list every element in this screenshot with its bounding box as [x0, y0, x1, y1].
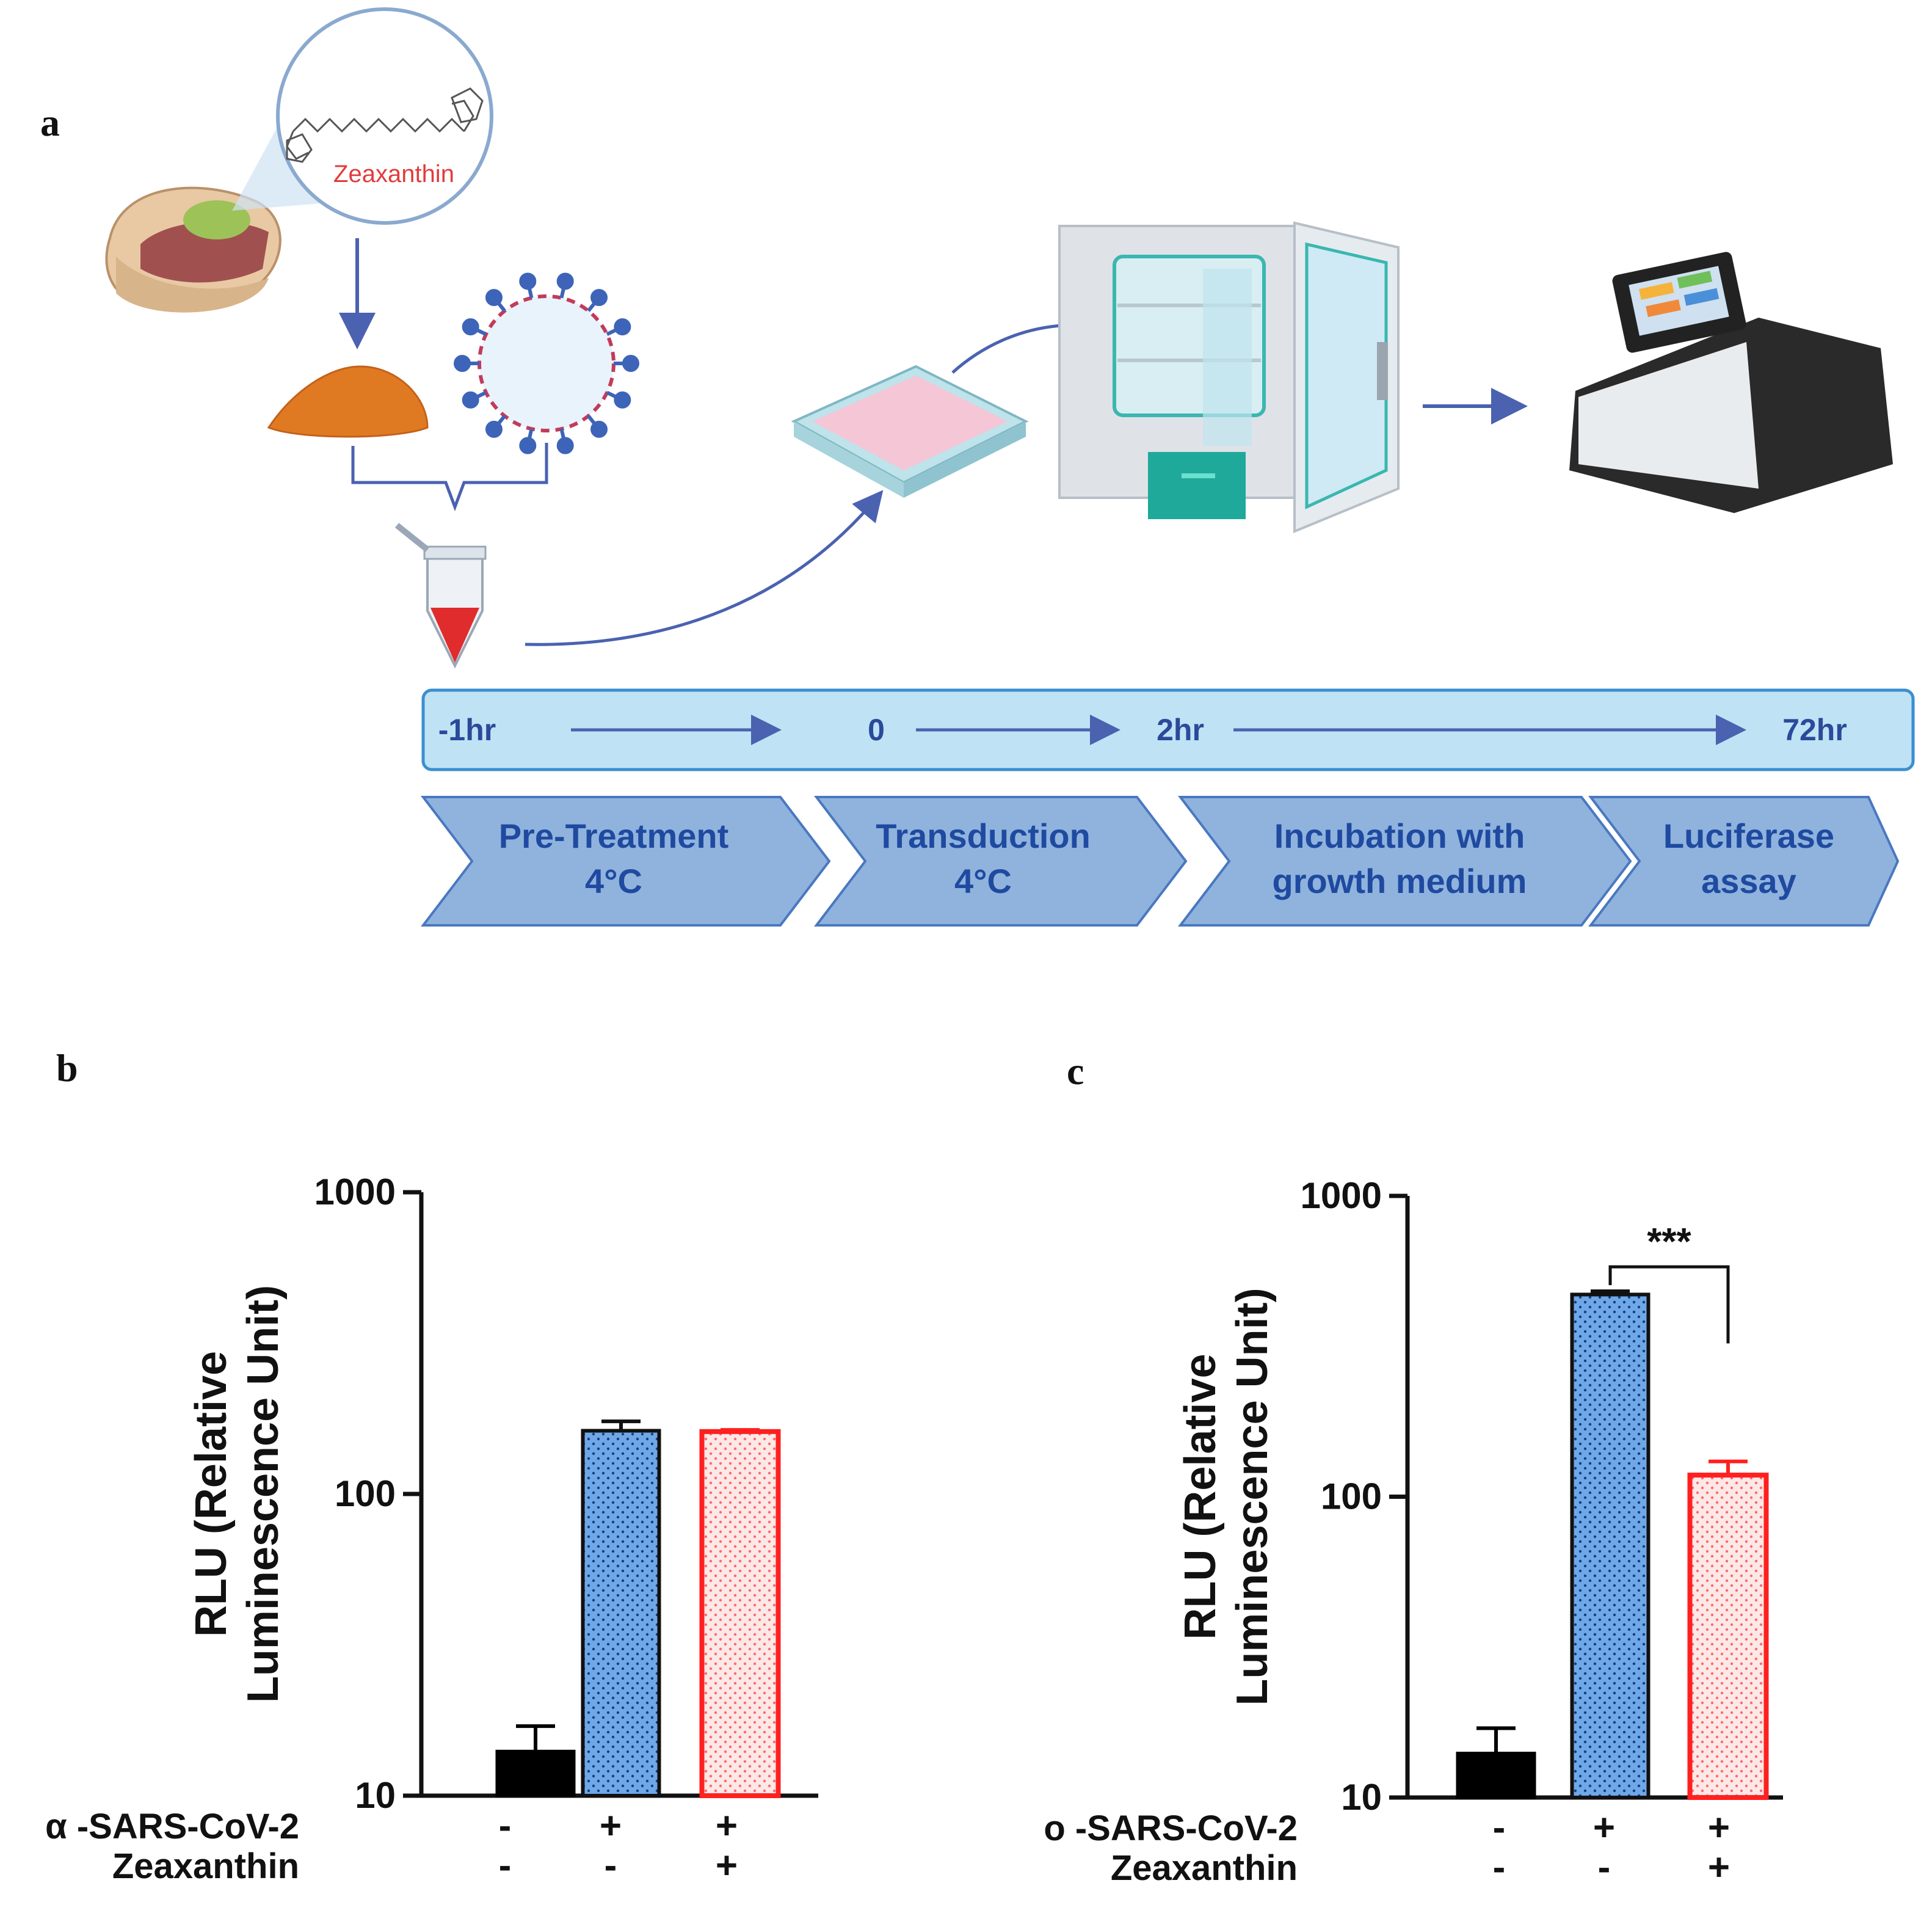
condition-row-label: α -SARS-CoV-2 [45, 1807, 299, 1846]
combine-bracket [351, 443, 548, 512]
sars-sign: + [1708, 1807, 1730, 1849]
zeaxanthin-sign: + [716, 1845, 738, 1887]
zeaxanthin-sign: - [499, 1845, 512, 1887]
virus-spike-head [485, 289, 503, 307]
virus-spike-head [556, 437, 574, 454]
virus-spike-head [462, 391, 479, 409]
luminometer-icon [1569, 252, 1893, 513]
panel-letter: b [56, 1046, 78, 1090]
virus-spike-head [614, 318, 631, 336]
step-2-line-1: Transduction [876, 817, 1091, 855]
incubator-icon [1058, 221, 1400, 533]
condition-row-label: Zeaxanthin [1111, 1848, 1298, 1888]
sars-sign: + [1593, 1807, 1615, 1849]
virus-spike-head [519, 437, 537, 454]
timeline-label-start: -1hr [438, 713, 496, 747]
y-tick-label: 10 [355, 1775, 396, 1816]
sars-sign: - [499, 1805, 512, 1847]
step-2-line-2: 4°C [954, 862, 1012, 900]
virus-spike-head [462, 318, 479, 336]
bar [1687, 1473, 1769, 1801]
well-plate-icon [791, 365, 1029, 498]
sars-sign: + [600, 1805, 622, 1847]
virus-spike-head [519, 272, 537, 290]
panel-letter: c [1067, 1049, 1084, 1093]
y-axis-label: RLU (Relative [187, 1351, 236, 1637]
y-axis-label: Luminescence Unit) [1228, 1288, 1277, 1705]
step-1-line-1: Pre-Treatment [499, 817, 729, 855]
panel-a: a Zeaxanthin [40, 7, 1915, 927]
virus-spike-head [485, 420, 503, 438]
significance-bracket [1608, 1265, 1730, 1344]
molecule-structure-icon [286, 87, 484, 163]
step-chevron [1177, 796, 1632, 927]
significance-label: *** [1647, 1221, 1691, 1263]
molecule-circle [276, 7, 493, 225]
timeline-label-2hr: 2hr [1157, 713, 1204, 747]
virus-spike-head [614, 391, 631, 409]
step-3-line-1: Incubation with [1274, 817, 1525, 855]
step-chevron [420, 796, 831, 927]
timeline-label-zero: 0 [868, 713, 885, 747]
virus-spike-head [590, 420, 608, 438]
timeline-bar [421, 688, 1915, 771]
y-tick-label: 1000 [1301, 1175, 1382, 1216]
timeline-label-72hr: 72hr [1782, 713, 1847, 747]
virus-spike-head [622, 355, 639, 372]
bar [495, 1749, 576, 1798]
bar [1456, 1752, 1536, 1800]
step-chevron [1588, 796, 1900, 927]
y-tick-label: 10 [1341, 1777, 1382, 1818]
bar [581, 1429, 661, 1798]
zeaxanthin-sign: + [1708, 1846, 1730, 1889]
y-tick-label: 1000 [314, 1171, 396, 1212]
zeaxanthin-sign: - [605, 1845, 617, 1887]
step-4-line-1: Luciferase [1663, 817, 1834, 855]
y-tick-label: 100 [1321, 1476, 1382, 1517]
zeaxanthin-sign: - [1598, 1846, 1611, 1889]
step-chevron [813, 796, 1188, 927]
bar [699, 1429, 781, 1799]
powder-icon [267, 365, 429, 438]
condition-row-label: Zeaxanthin [112, 1846, 299, 1886]
y-axis-label: Luminescence Unit) [239, 1285, 288, 1703]
virus-spike-head [454, 355, 471, 372]
condition-row-label: o -SARS-CoV-2 [1044, 1809, 1298, 1848]
step-4-line-2: assay [1701, 862, 1796, 900]
zeaxanthin-sign: - [1493, 1846, 1506, 1889]
y-axis-label: RLU (Relative [1176, 1353, 1225, 1639]
y-tick-label: 100 [335, 1473, 396, 1514]
tube-icon [394, 523, 487, 669]
step-3-line-2: growth medium [1273, 862, 1527, 900]
curve-arrow-to-plate [525, 490, 884, 646]
sars-sign: + [716, 1805, 738, 1847]
molecule-label: Zeaxanthin [333, 161, 454, 188]
step-1-line-2: 4°C [585, 862, 642, 900]
virus-spike-head [590, 289, 608, 307]
sars-sign: - [1493, 1807, 1506, 1849]
virus-spike-head [556, 272, 574, 290]
virus-icon [454, 272, 639, 454]
panel-a-letter: a [40, 101, 60, 144]
bar [1570, 1292, 1651, 1799]
